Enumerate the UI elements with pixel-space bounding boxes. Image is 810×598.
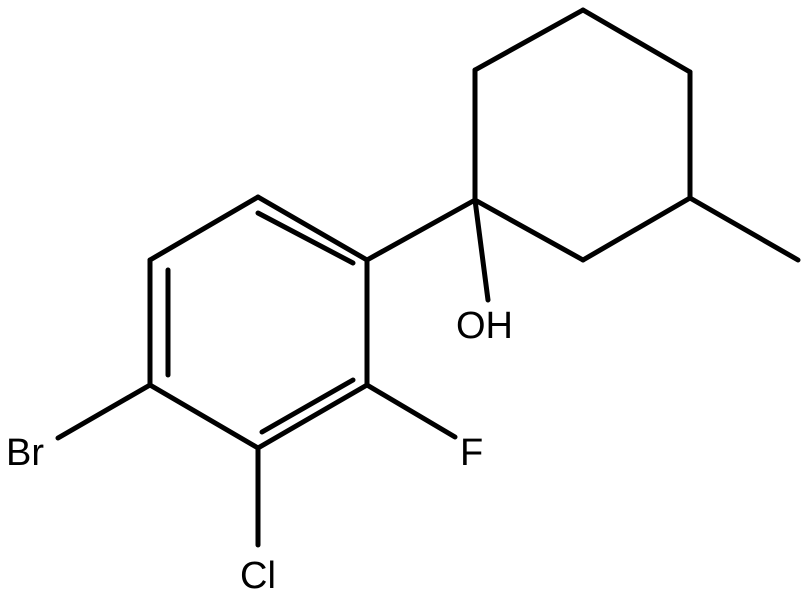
bond — [580, 7, 693, 75]
bond — [147, 194, 261, 263]
chlorine-label: Cl — [240, 555, 276, 597]
bond — [472, 7, 586, 73]
cyclohexane-ring — [472, 7, 693, 263]
fluorine-label: F — [460, 432, 483, 474]
benzene-ring — [147, 194, 370, 451]
bond — [580, 195, 693, 263]
hydroxyl-bond — [472, 197, 491, 303]
methyl-bond — [687, 195, 801, 263]
aryl-bond — [364, 197, 478, 263]
fluorine-bond — [364, 382, 458, 440]
hydroxyl-label: OH — [456, 305, 513, 347]
bond — [147, 382, 261, 451]
double-bond-inner — [255, 210, 356, 266]
bond — [255, 194, 370, 263]
bromine-bond — [55, 382, 153, 441]
bond — [472, 197, 586, 263]
bromine-label: Br — [6, 432, 44, 474]
bond — [255, 382, 370, 451]
double-bond-inner — [259, 377, 356, 435]
